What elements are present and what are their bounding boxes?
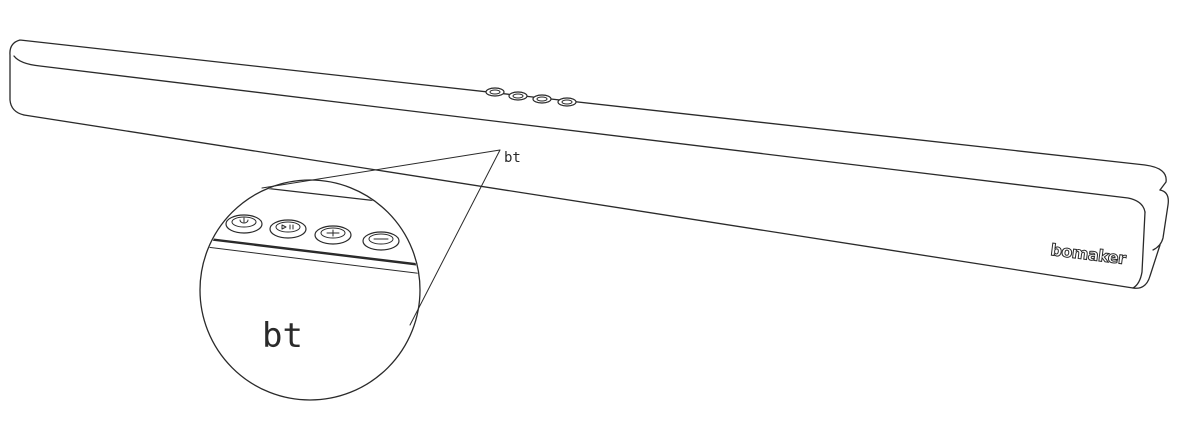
magnified-front-edge	[201, 230, 419, 274]
soundbar-right-end	[1132, 189, 1169, 289]
play-pause-button-large[interactable]	[269, 219, 307, 239]
display-indicator-label: bt	[504, 150, 521, 166]
magnifier: bt	[199, 179, 421, 401]
brand-logo-text: bomaker	[1050, 240, 1128, 268]
volume-down-button-large[interactable]	[362, 231, 400, 251]
soundbar-bottom-edge	[23, 114, 1161, 289]
magnified-display-label: bt	[262, 316, 303, 356]
power-button-large[interactable]	[225, 214, 263, 234]
volume-up-button-large[interactable]	[314, 225, 352, 245]
play-pause-icon	[281, 224, 294, 230]
callout-lines	[261, 149, 501, 326]
power-icon	[239, 217, 249, 224]
soundbar: bomaker	[9, 39, 1169, 289]
top-buttons	[485, 87, 577, 107]
magnified-buttons	[225, 214, 400, 251]
soundbar-top-surface	[9, 39, 1167, 191]
soundbar-front-top-edge	[13, 55, 1146, 213]
magnifier-circle	[199, 179, 421, 401]
plus-icon	[326, 229, 340, 237]
brand-logo: bomaker	[1049, 240, 1128, 269]
